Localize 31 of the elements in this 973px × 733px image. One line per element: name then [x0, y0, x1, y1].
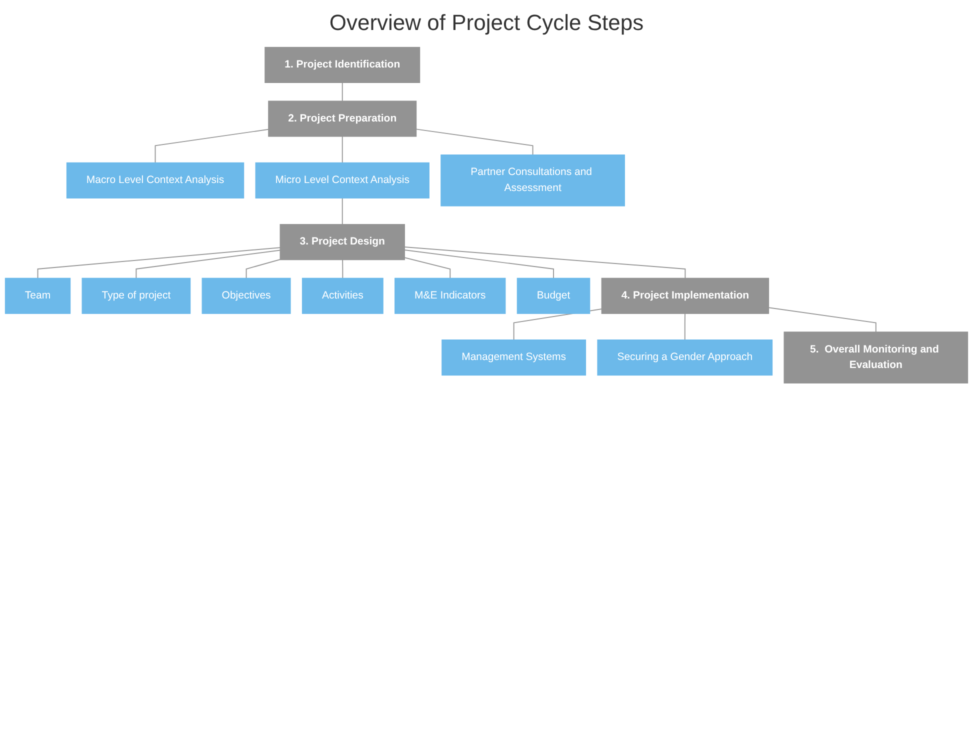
node-box: Objectives [202, 278, 291, 314]
connector [684, 313, 686, 340]
connector [342, 259, 344, 279]
node-box: Macro Level Context Analysis [66, 162, 244, 198]
node-box: Securing a Gender Approach [597, 340, 773, 376]
node-box: Team [4, 278, 71, 314]
node-box: Type of project [82, 278, 191, 314]
node-box: Micro Level Context Analysis [255, 162, 430, 198]
connector [37, 247, 281, 279]
node-box: M&E Indicators [394, 278, 506, 314]
connector [342, 198, 343, 225]
node-box: Management Systems [442, 340, 586, 376]
diagram-title: Overview of Project Cycle Steps [329, 10, 644, 36]
node-box: 3. Project Design [280, 224, 405, 260]
connector [404, 257, 451, 279]
node-box: Budget [516, 278, 590, 314]
node-box: 4. Project Implementation [601, 278, 770, 314]
connector [246, 259, 281, 279]
connector [136, 250, 281, 279]
connector [416, 128, 534, 156]
node-box: Partner Consultations and Assessment [440, 154, 625, 206]
connector [154, 128, 269, 164]
node-box: 2. Project Preparation [268, 100, 417, 137]
connector [342, 136, 343, 164]
connector [404, 250, 554, 279]
connector [342, 82, 343, 102]
connector [768, 307, 876, 332]
connector [404, 246, 686, 279]
node-box: 5. Overall Monitoring and Evaluation [784, 332, 968, 384]
node-box: 1. Project Identification [264, 46, 420, 83]
node-box: Activities [302, 278, 384, 314]
